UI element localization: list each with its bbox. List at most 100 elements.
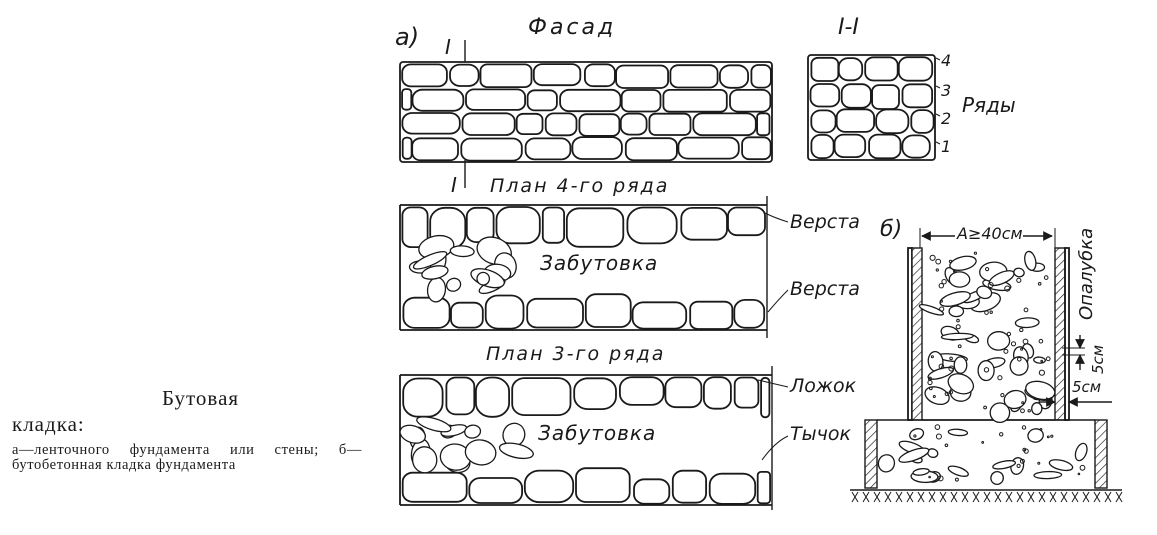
face-stone (402, 377, 444, 418)
ground-mark (851, 491, 859, 503)
aggregate-dot (1004, 285, 1011, 292)
ground-mark (1038, 491, 1046, 503)
ground-mark (895, 491, 903, 503)
facade-stone (411, 137, 459, 162)
rows-label: Ряды (962, 93, 1016, 117)
aggregate-dot (1000, 393, 1005, 398)
rubble-stone (1009, 356, 1029, 376)
ground-mark (862, 491, 870, 503)
aggregate-dot (948, 259, 953, 264)
face-stone (703, 376, 732, 410)
face-stone (584, 293, 632, 328)
gap-dimension-1: 5см (1062, 335, 1107, 374)
aggregate-dot (928, 386, 933, 391)
caption-description: а—ленточного фундамента или стены; б—бут… (12, 442, 362, 473)
section-stone (833, 133, 867, 159)
ground-mark (1115, 491, 1123, 503)
facade-stone (479, 63, 533, 89)
rubble-stone (986, 331, 1011, 351)
aggregate-dot (938, 283, 944, 289)
rubble-stone (877, 454, 896, 473)
aggregate-dot (953, 269, 957, 274)
aggregate-dot (948, 365, 955, 372)
aggregate-dot (935, 258, 942, 265)
rubble-stone (1025, 380, 1056, 401)
rubble-concrete-body (877, 250, 1088, 486)
facade-stone (624, 137, 678, 162)
aggregate-dot (934, 424, 941, 430)
aggregate-dot (913, 434, 917, 438)
ground-mark (939, 491, 947, 503)
section-stone (901, 83, 934, 109)
aggregate-dot (1079, 464, 1086, 471)
aggregate-dot (1046, 435, 1050, 439)
aggregate-dot (1020, 347, 1024, 351)
gap-label-2: 5см (1072, 378, 1101, 396)
rubble-stone (399, 424, 426, 444)
ground-mark (961, 491, 969, 503)
panel-b: б) A≥40см Опалубка (850, 217, 1123, 503)
aggregate-dot (1037, 282, 1042, 286)
section-stone (835, 108, 876, 133)
aggregate-dot (929, 254, 936, 261)
section-stone (810, 56, 840, 82)
rubble-stone (976, 285, 993, 300)
ground-mark (928, 491, 936, 503)
ground-hatching (850, 489, 1123, 503)
facade-stone (544, 112, 578, 137)
plan-3-row (399, 366, 773, 510)
formwork-lower (864, 419, 1108, 489)
section-stone (864, 56, 899, 82)
face-stone (756, 470, 772, 505)
face-stone (484, 294, 525, 330)
face-stone (474, 376, 510, 418)
facade-stone (411, 88, 465, 112)
formwork-label: Опалубка (1076, 228, 1097, 320)
rubble-stone (948, 305, 965, 318)
section-stone (875, 108, 910, 135)
aggregate-dot (989, 310, 993, 314)
aggregate-dot (983, 367, 990, 373)
rubble-stone (498, 442, 534, 460)
aggregate-dot (984, 310, 989, 315)
dimension-label: A≥40см (956, 224, 1023, 243)
aggregate-dot (997, 375, 1003, 381)
face-stone (708, 472, 757, 505)
facade-stone (729, 89, 772, 113)
aggregate-dot (1010, 341, 1017, 347)
facade-stone (401, 63, 448, 88)
facade-stone (465, 88, 526, 111)
width-dimension: A≥40см (919, 224, 1056, 248)
face-stone (565, 207, 625, 248)
facade-title: Фасад (528, 15, 616, 40)
face-stone (445, 376, 476, 416)
aggregate-dot (954, 477, 959, 482)
section-stone (837, 57, 864, 82)
ground-mark (917, 491, 925, 503)
aggregate-dot (1019, 458, 1025, 464)
section-stone (901, 134, 931, 159)
aggregate-dot (987, 282, 994, 288)
face-stone (450, 301, 484, 329)
aggregate-dot (1020, 408, 1025, 414)
aggregate-dot (1022, 338, 1029, 345)
section-mark-top: I (445, 35, 451, 59)
rubble-stone (947, 428, 969, 437)
rubble-stone (948, 271, 971, 288)
aggregate-dot (1016, 463, 1021, 468)
aggregate-dot (948, 390, 953, 395)
facade-stone (620, 89, 662, 113)
aggregate-dot (1077, 472, 1081, 476)
rubble-stone (1033, 356, 1046, 364)
rubble-stone (1024, 250, 1037, 271)
facade-stone (526, 89, 558, 112)
rubble-stone (1074, 442, 1088, 462)
aggregate-dot (1038, 338, 1044, 344)
section-stone (868, 133, 902, 160)
aggregate-dot (973, 251, 978, 255)
section-title: I-I (838, 15, 859, 40)
panel-b-label: б) (880, 217, 902, 242)
face-stone (689, 300, 734, 330)
aggregate-dot (949, 356, 953, 361)
row-numbers: 4 3 2 1 Ряды (935, 51, 1016, 156)
